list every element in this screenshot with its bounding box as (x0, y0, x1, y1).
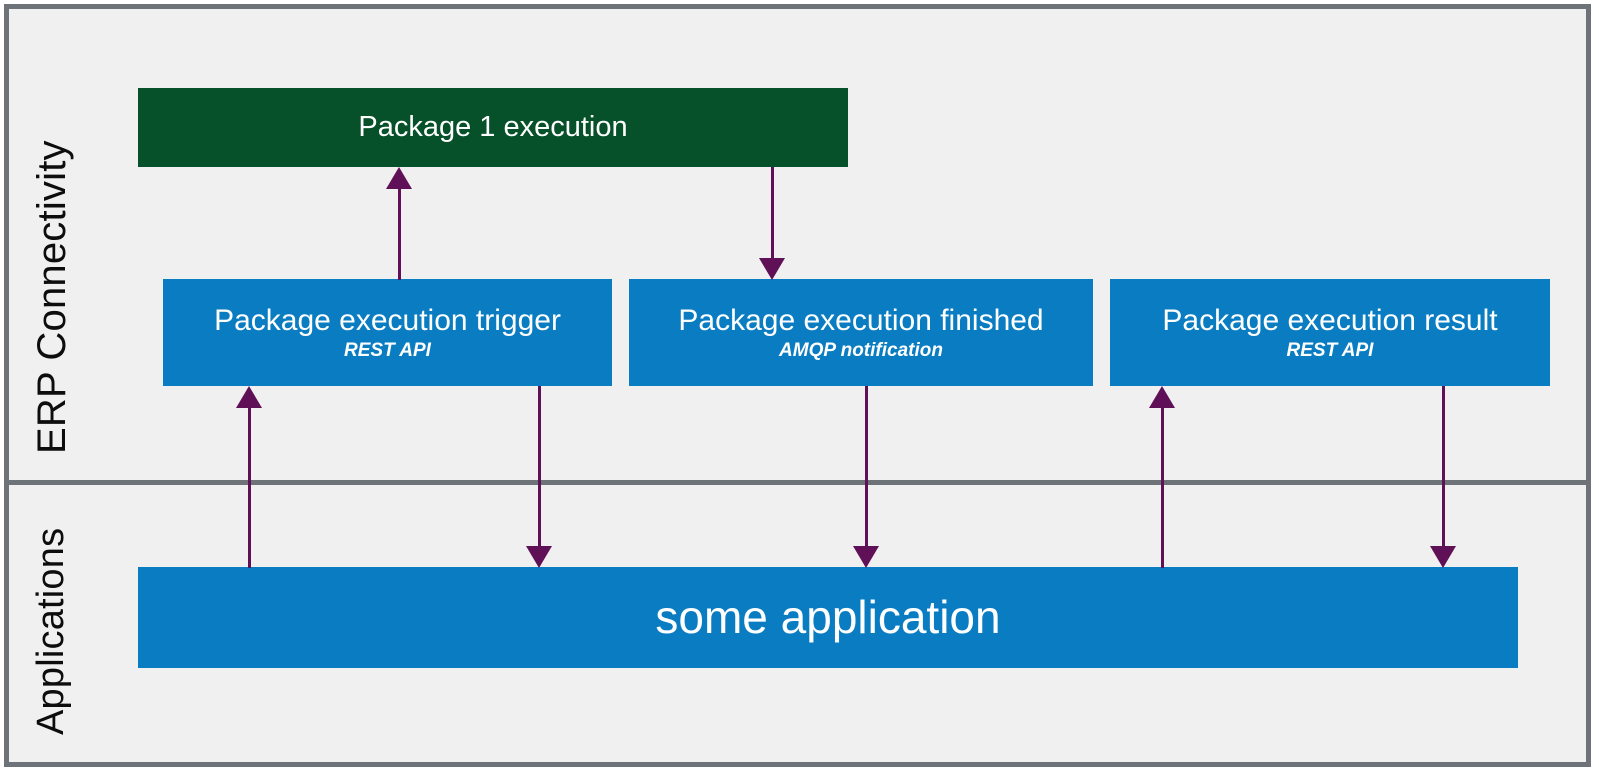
arrowhead-up-icon (236, 386, 262, 408)
arrow-finished-to-some-application (853, 386, 879, 568)
arrow-shaft (864, 386, 868, 548)
lane-divider (4, 480, 1591, 485)
node-package-execution-result[interactable]: Package execution result REST API (1110, 279, 1550, 386)
arrow-some-application-to-result (1149, 386, 1175, 568)
node-package-execution-result-subtitle: REST API (1286, 340, 1374, 362)
arrowhead-down-icon (759, 258, 785, 280)
lane-label-erp-connectivity: ERP Connectivity (30, 140, 74, 454)
arrow-some-application-to-trigger (236, 386, 262, 568)
arrow-shaft (770, 167, 774, 260)
node-some-application-title: some application (655, 590, 1001, 643)
node-package-execution-finished-subtitle: AMQP notification (779, 340, 943, 362)
arrow-shaft (537, 386, 541, 548)
arrow-shaft (397, 187, 401, 280)
node-some-application[interactable]: some application (138, 567, 1518, 668)
arrow-trigger-to-some-application (526, 386, 552, 568)
node-package-execution-trigger[interactable]: Package execution trigger REST API (163, 279, 612, 386)
arrow-shaft (1441, 386, 1445, 548)
arrowhead-up-icon (1149, 386, 1175, 408)
arrow-shaft (1160, 406, 1164, 568)
arrow-shaft (247, 406, 251, 568)
arrow-trigger-to-package-execution (386, 167, 412, 280)
arrowhead-down-icon (1430, 546, 1456, 568)
lane-label-applications: Applications (30, 527, 72, 735)
node-package-execution-finished-title: Package execution finished (678, 303, 1044, 337)
arrow-package-execution-to-finished (759, 167, 785, 280)
arrowhead-down-icon (853, 546, 879, 568)
node-package-execution-finished[interactable]: Package execution finished AMQP notifica… (629, 279, 1093, 386)
node-package-execution-result-title: Package execution result (1162, 303, 1498, 337)
arrowhead-down-icon (526, 546, 552, 568)
node-package-execution-trigger-subtitle: REST API (344, 340, 431, 362)
node-package-1-execution-title: Package 1 execution (358, 111, 628, 144)
arrow-result-to-some-application (1430, 386, 1456, 568)
node-package-1-execution[interactable]: Package 1 execution (138, 88, 848, 167)
arrowhead-up-icon (386, 167, 412, 189)
node-package-execution-trigger-title: Package execution trigger (214, 303, 561, 337)
